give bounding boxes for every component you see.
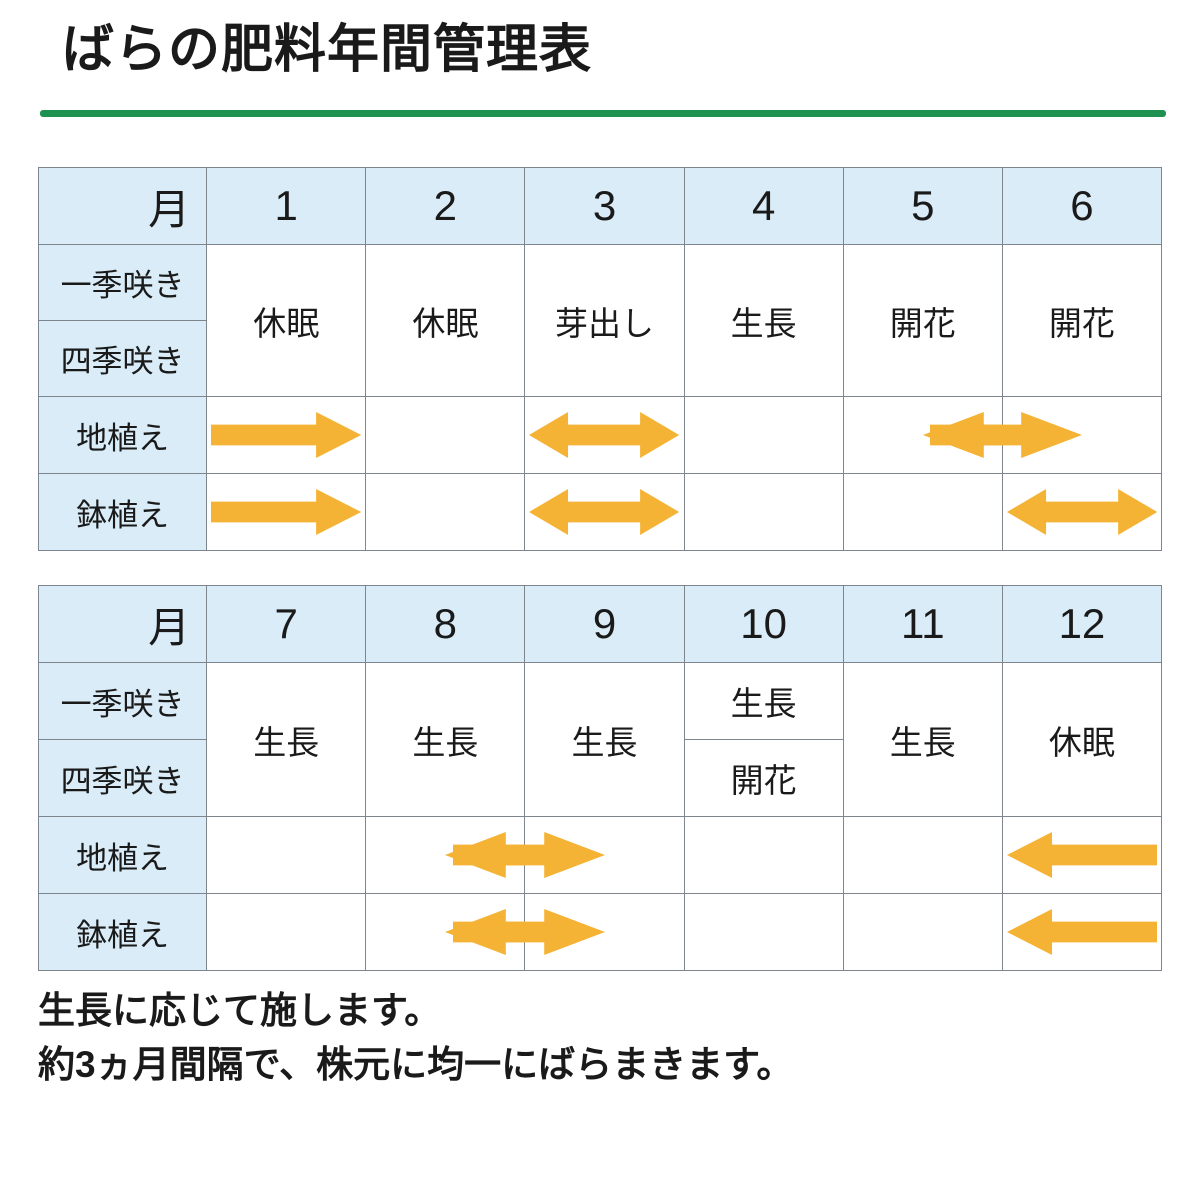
arrow-cell-pot-6 (1001, 473, 1163, 551)
month-header-3: 3 (524, 167, 685, 245)
table-row-ground-planted: 地植え (37, 816, 1163, 894)
stage-cell-7: 生長 (206, 662, 367, 817)
month-header-12: 12 (1001, 585, 1163, 663)
month-header-6: 6 (1001, 167, 1163, 245)
arrow-cell-ground-7 (206, 816, 367, 894)
stage-cell-6: 開花 (1001, 244, 1163, 397)
arrow-double-icon (529, 489, 680, 535)
row-label-month: 月 (37, 585, 208, 663)
table-row-pot-planted: 鉢植え (37, 893, 1163, 971)
arrow-cell-pot-11 (842, 893, 1003, 971)
table-row-pot-planted: 鉢植え (37, 473, 1163, 551)
table-row-once-blooming: 一季咲き 休眠 休眠 芽出し 生長 開花 開花 (37, 244, 1163, 397)
arrow-cell-pot-4 (683, 473, 844, 551)
arrow-cell-ground-12 (1001, 816, 1163, 894)
arrow-cell-ground-5 (842, 396, 1075, 474)
row-label-pot-planted: 鉢植え (37, 473, 208, 551)
arrow-double-icon (1006, 489, 1157, 535)
row-label-once-blooming: 一季咲き (37, 662, 208, 740)
arrow-cell-ground-6 (929, 396, 1163, 474)
arrow-cell-ground-1 (206, 396, 367, 474)
arrow-double-icon (529, 412, 680, 458)
page-title: ばらの肥料年間管理表 (62, 21, 593, 79)
month-header-7: 7 (206, 585, 367, 663)
arrow-right-icon (211, 489, 362, 535)
footnotes: 生長に応じて施します。 約3ヵ月間隔で、株元に均一にばらまきます。 (38, 984, 793, 1091)
arrow-cell-ground-10 (683, 816, 844, 894)
arrow-cell-ground-8 (365, 816, 598, 894)
arrow-cell-pot-10 (683, 893, 844, 971)
stage-cell-12: 休眠 (1001, 662, 1163, 817)
title-underline-rule (40, 110, 1166, 117)
month-header-4: 4 (683, 167, 844, 245)
schedule-table-first-half: 月 1 2 3 4 5 6 一季咲き 休眠 休眠 芽出し 生長 開花 開花 四季… (37, 167, 1163, 551)
stage-cell-4: 生長 (683, 244, 844, 397)
table-row-month-header: 月 7 8 9 10 11 12 (37, 585, 1163, 663)
arrow-cell-pot-9 (452, 893, 685, 971)
schedule-table-second-half: 月 7 8 9 10 11 12 一季咲き 生長 生長 生長 生長 生長 休眠 … (37, 585, 1163, 971)
stage-cell-3: 芽出し (524, 244, 685, 397)
row-label-ground-planted: 地植え (37, 396, 208, 474)
arrow-right-icon (211, 412, 362, 458)
stage-cell-11: 生長 (842, 662, 1003, 817)
row-label-repeat-blooming: 四季咲き (37, 320, 208, 397)
stage-cell-9: 生長 (524, 662, 685, 817)
table-row-repeat-blooming: 四季咲き (37, 320, 1162, 397)
row-label-ground-planted: 地植え (37, 816, 208, 894)
arrow-cell-pot-1 (206, 473, 367, 551)
row-label-pot-planted: 鉢植え (37, 893, 208, 971)
arrow-cell-ground-3 (524, 396, 685, 474)
stage-cell-1: 休眠 (206, 244, 367, 397)
arrow-cell-pot-3 (524, 473, 685, 551)
arrow-cell-pot-5 (842, 473, 1003, 551)
row-label-repeat-blooming: 四季咲き (37, 739, 208, 817)
arrow-cell-ground-11 (842, 816, 1003, 894)
stage-cell-10-once: 生長 (683, 662, 844, 740)
month-header-10: 10 (683, 585, 844, 663)
footnote-line-1: 生長に応じて施します。 (38, 990, 442, 1031)
stage-cell-5: 開花 (842, 244, 1003, 397)
month-header-8: 8 (365, 585, 526, 663)
stage-cell-10-repeat: 開花 (683, 739, 844, 817)
month-header-2: 2 (365, 167, 526, 245)
table-row-ground-planted: 地植え (37, 396, 1163, 474)
arrow-cell-pot-12 (1001, 893, 1163, 971)
arrow-left-icon (1006, 909, 1157, 955)
arrow-cell-pot-2 (365, 473, 526, 551)
month-header-1: 1 (206, 167, 367, 245)
table-row-once-blooming: 一季咲き 生長 生長 生長 生長 生長 休眠 (37, 662, 1163, 817)
arrow-cell-ground-9 (452, 816, 685, 894)
arrow-cell-ground-4 (683, 396, 844, 474)
arrow-cell-pot-7 (206, 893, 367, 971)
arrow-left-icon (1006, 832, 1157, 878)
stage-cell-8: 生長 (365, 662, 526, 817)
arrow-cell-pot-8 (365, 893, 598, 971)
table-row-month-header: 月 1 2 3 4 5 6 (37, 167, 1163, 245)
arrow-cell-ground-2 (365, 396, 526, 474)
month-header-5: 5 (842, 167, 1003, 245)
stage-cell-2: 休眠 (365, 244, 526, 397)
footnote-line-2: 約3ヵ月間隔で、株元に均一にばらまきます。 (38, 1043, 794, 1085)
row-label-once-blooming: 一季咲き (37, 244, 208, 321)
table-row-repeat-blooming: 四季咲き 開花 (37, 739, 1162, 817)
row-label-month: 月 (37, 167, 208, 245)
month-header-9: 9 (524, 585, 685, 663)
month-header-11: 11 (842, 585, 1003, 663)
